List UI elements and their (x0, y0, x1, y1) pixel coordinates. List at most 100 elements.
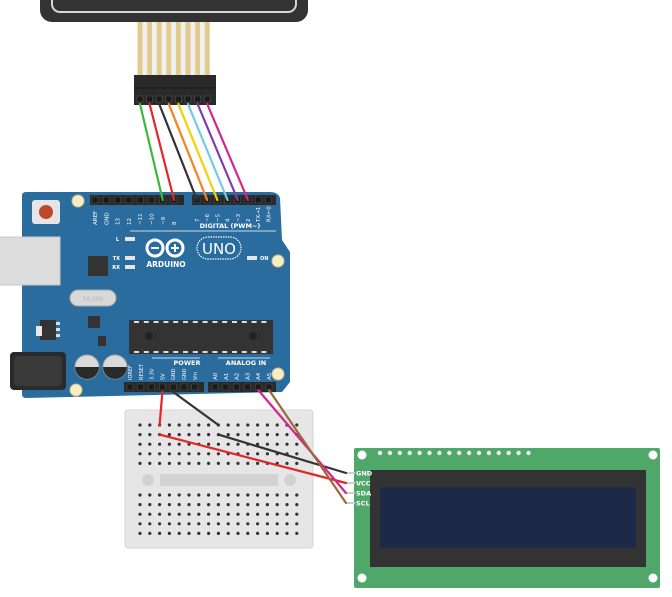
header-pin[interactable] (114, 196, 121, 204)
breadboard-hole[interactable] (295, 442, 299, 446)
breadboard-hole[interactable] (246, 433, 250, 437)
breadboard-hole[interactable] (275, 493, 279, 497)
breadboard-hole[interactable] (138, 461, 142, 465)
breadboard-hole[interactable] (197, 503, 201, 507)
breadboard-hole[interactable] (265, 522, 269, 526)
breadboard-hole[interactable] (138, 503, 142, 507)
breadboard-hole[interactable] (138, 512, 142, 516)
breadboard-hole[interactable] (275, 503, 279, 507)
header-pin[interactable] (244, 383, 251, 391)
breadboard-hole[interactable] (216, 503, 220, 507)
breadboard-hole[interactable] (285, 522, 289, 526)
breadboard-hole[interactable] (246, 503, 250, 507)
breadboard-hole[interactable] (246, 531, 250, 536)
breadboard-hole[interactable] (216, 493, 220, 497)
breadboard-hole[interactable] (207, 461, 211, 465)
breadboard-hole[interactable] (158, 452, 162, 456)
breadboard-hole[interactable] (167, 433, 171, 437)
breadboard-hole[interactable] (246, 522, 250, 526)
breadboard-hole[interactable] (256, 452, 260, 456)
breadboard-hole[interactable] (207, 531, 211, 536)
breadboard-hole[interactable] (285, 512, 289, 516)
breadboard-hole[interactable] (265, 452, 269, 456)
breadboard-hole[interactable] (295, 522, 299, 526)
breadboard-hole[interactable] (216, 522, 220, 526)
breadboard-hole[interactable] (275, 522, 279, 526)
breadboard-hole[interactable] (167, 423, 171, 427)
breadboard-hole[interactable] (226, 423, 230, 427)
breadboard-hole[interactable] (246, 493, 250, 497)
breadboard-hole[interactable] (197, 461, 201, 465)
breadboard-hole[interactable] (148, 503, 152, 507)
breadboard-hole[interactable] (197, 433, 201, 437)
breadboard-hole[interactable] (138, 452, 142, 456)
breadboard-hole[interactable] (256, 512, 260, 516)
breadboard-hole[interactable] (275, 442, 279, 446)
breadboard-hole[interactable] (256, 522, 260, 526)
breadboard-hole[interactable] (167, 503, 171, 507)
breadboard-hole[interactable] (265, 503, 269, 507)
breadboard-hole[interactable] (256, 433, 260, 437)
breadboard-hole[interactable] (226, 512, 230, 516)
breadboard-hole[interactable] (236, 493, 240, 497)
breadboard-hole[interactable] (256, 461, 260, 465)
breadboard-hole[interactable] (285, 493, 289, 497)
keypad-wire-4[interactable] (167, 102, 209, 202)
breadboard-hole[interactable] (187, 531, 191, 536)
breadboard-hole[interactable] (265, 512, 269, 516)
breadboard-hole[interactable] (167, 512, 171, 516)
breadboard-hole[interactable] (187, 452, 191, 456)
header-pin[interactable] (148, 383, 155, 391)
keypad[interactable] (40, 0, 308, 105)
breadboard-hole[interactable] (148, 512, 152, 516)
breadboard-hole[interactable] (236, 433, 240, 437)
breadboard-hole[interactable] (148, 433, 152, 437)
breadboard-hole[interactable] (207, 452, 211, 456)
breadboard-hole[interactable] (158, 461, 162, 465)
breadboard-hole[interactable] (187, 503, 191, 507)
breadboard-hole[interactable] (285, 442, 289, 446)
breadboard-hole[interactable] (226, 503, 230, 507)
breadboard-hole[interactable] (158, 512, 162, 516)
breadboard-hole[interactable] (207, 433, 211, 437)
breadboard-hole[interactable] (197, 522, 201, 526)
breadboard-hole[interactable] (197, 531, 201, 536)
header-pin[interactable] (159, 383, 166, 391)
breadboard-hole[interactable] (167, 531, 171, 536)
breadboard-hole[interactable] (236, 442, 240, 446)
breadboard-hole[interactable] (148, 423, 152, 427)
breadboard-hole[interactable] (256, 493, 260, 497)
breadboard-hole[interactable] (177, 503, 181, 507)
breadboard-hole[interactable] (138, 423, 142, 427)
breadboard-hole[interactable] (177, 442, 181, 446)
breadboard-hole[interactable] (275, 512, 279, 516)
breadboard-hole[interactable] (265, 531, 269, 536)
breadboard-hole[interactable] (275, 433, 279, 437)
breadboard-hole[interactable] (216, 442, 220, 446)
breadboard-hole[interactable] (236, 423, 240, 427)
keypad-wire-8[interactable] (206, 102, 250, 202)
breadboard-hole[interactable] (295, 512, 299, 516)
breadboard-hole[interactable] (246, 512, 250, 516)
header-pin[interactable] (136, 196, 144, 204)
breadboard-hole[interactable] (177, 423, 181, 427)
keypad-wire-1[interactable] (138, 102, 164, 202)
breadboard-hole[interactable] (187, 493, 191, 497)
breadboard-hole[interactable] (207, 512, 211, 516)
breadboard-hole[interactable] (197, 423, 201, 427)
breadboard-hole[interactable] (148, 531, 152, 536)
breadboard-hole[interactable] (216, 452, 220, 456)
breadboard-hole[interactable] (216, 512, 220, 516)
breadboard-hole[interactable] (275, 531, 279, 536)
breadboard-hole[interactable] (148, 442, 152, 446)
keypad-wire-5[interactable] (177, 102, 219, 202)
breadboard-hole[interactable] (148, 461, 152, 465)
breadboard-hole[interactable] (285, 503, 289, 507)
breadboard-hole[interactable] (246, 461, 250, 465)
keypad-wire-7[interactable] (196, 102, 239, 202)
breadboard-hole[interactable] (295, 423, 299, 427)
keypad-wire-2[interactable] (148, 102, 176, 202)
header-pin[interactable] (180, 383, 188, 391)
breadboard-hole[interactable] (256, 423, 260, 427)
